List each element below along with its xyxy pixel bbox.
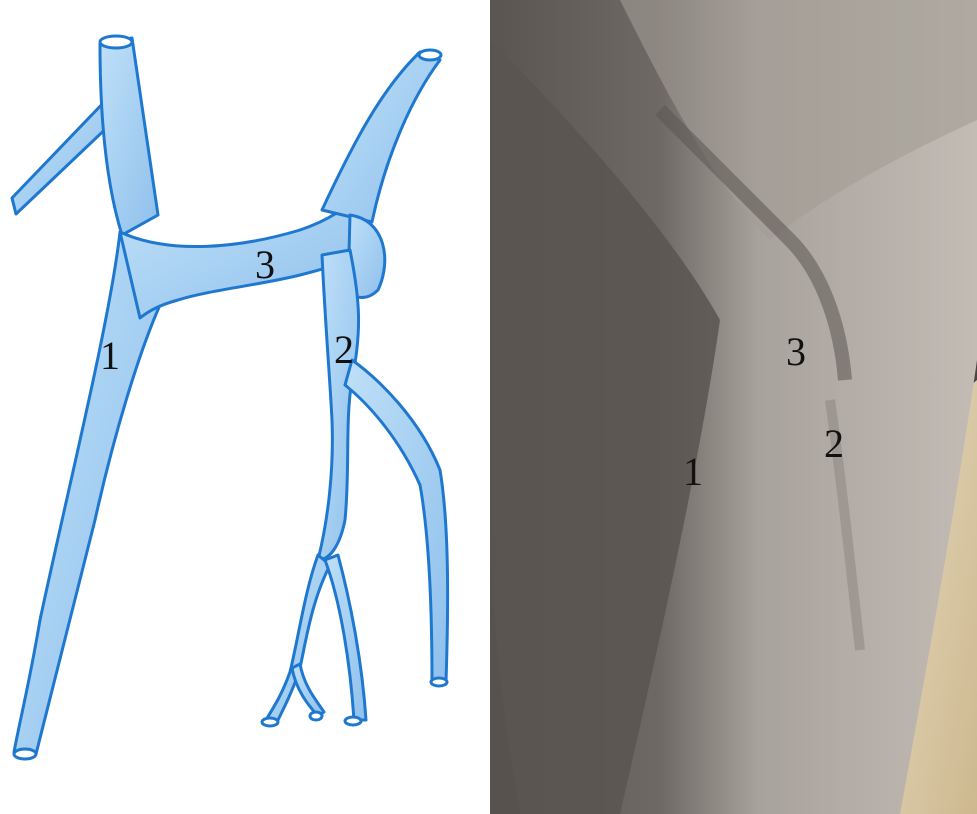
lower-branch-a [265,555,330,724]
photo-label-1: 1 [683,452,703,492]
vein-sketch-panel: 1 2 3 [0,0,480,814]
vein-sketch-drawing [0,0,480,814]
forearm-photo-panel: 1 2 3 [490,0,977,814]
vein-2-trunk [318,250,359,560]
upper-left-branch [12,98,115,214]
photo-label-3: 3 [786,332,806,372]
top-left-vessel [100,38,158,235]
lower-branch-b [325,555,366,720]
sketch-label-3: 3 [255,245,275,285]
top-right-vessel [322,52,440,222]
right-long-branch [345,360,448,682]
forearm-photo [490,0,977,814]
photo-label-2: 2 [824,424,844,464]
lower-branch-c [292,664,324,716]
sketch-label-2: 2 [334,330,354,370]
sketch-label-1: 1 [100,336,120,376]
